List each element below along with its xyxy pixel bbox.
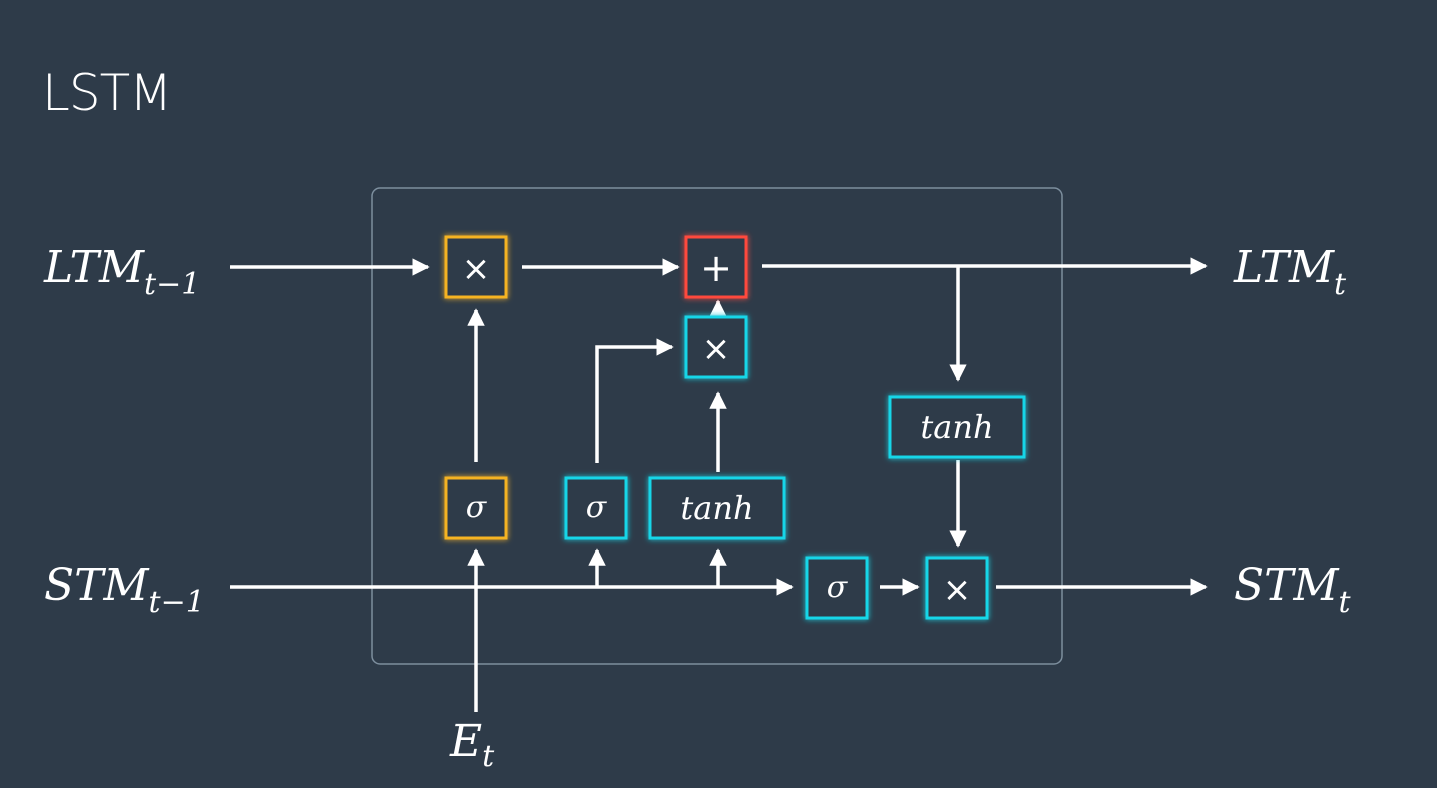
arrows	[230, 257, 1208, 712]
node-forget-sigmoid: σ	[444, 476, 508, 540]
node-learn-add: +	[684, 235, 748, 299]
node-learn-multiply: ×	[684, 315, 748, 379]
use-multiply-symbol: ×	[943, 570, 972, 610]
learn-multiply-symbol: ×	[702, 329, 731, 369]
forget-sigmoid-symbol: σ	[466, 490, 488, 525]
node-use-multiply: ×	[925, 556, 989, 620]
page-title: LSTM	[42, 64, 172, 122]
node-use-tanh: tanh	[888, 395, 1026, 459]
learn-tanh-symbol: tanh	[680, 489, 753, 527]
label-event-in: Et	[449, 716, 495, 774]
arrow-learn-sigmoid-to-multiply	[595, 338, 674, 463]
node-learn-tanh: tanh	[648, 476, 786, 540]
node-use-sigmoid: σ	[805, 556, 869, 620]
label-stm-out: STMt	[1234, 560, 1352, 620]
use-tanh-symbol: tanh	[920, 408, 993, 446]
learn-sigmoid-symbol: σ	[586, 490, 608, 525]
label-ltm-in: LTMt−1	[43, 242, 200, 302]
label-ltm-out: LTMt	[1233, 242, 1347, 302]
learn-add-symbol: +	[700, 246, 732, 290]
node-learn-sigmoid: σ	[564, 476, 628, 540]
forget-multiply-symbol: ×	[462, 249, 491, 289]
cell-frame	[371, 187, 1063, 665]
use-sigmoid-symbol: σ	[827, 570, 849, 605]
label-stm-in: STMt−1	[44, 560, 205, 620]
node-forget-multiply: ×	[444, 235, 508, 299]
